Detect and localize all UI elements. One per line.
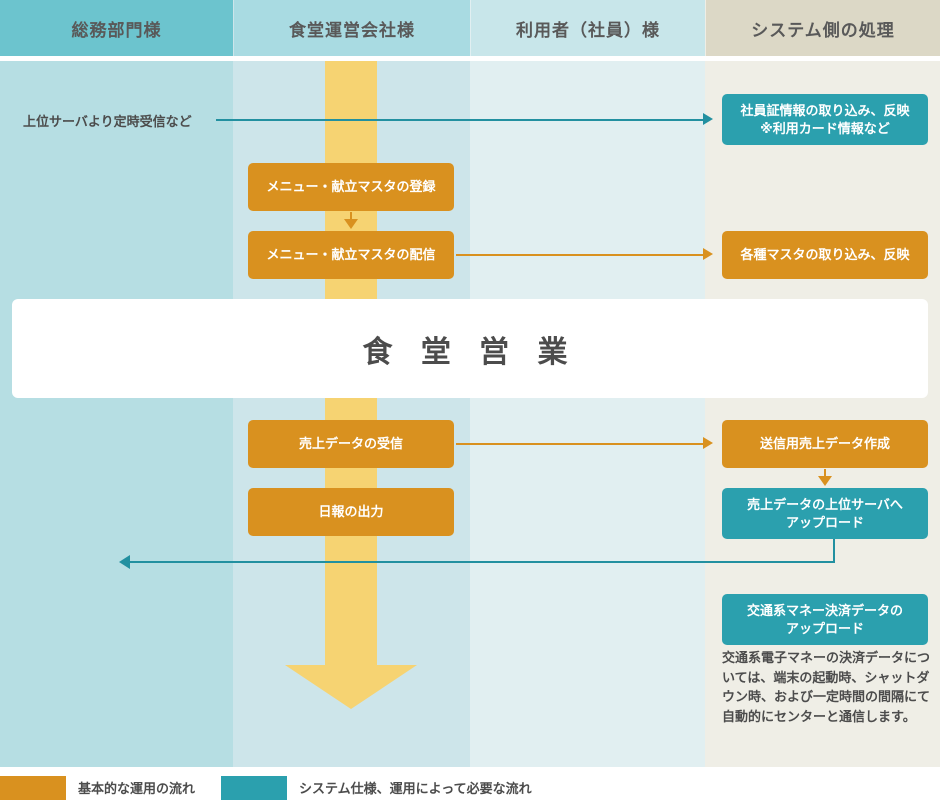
node-sales-upload-line1: 売上データの上位サーバへ (747, 496, 903, 512)
legend-swatch-basic-flow (0, 775, 66, 800)
column-header-general-affairs: 総務部門様 (0, 0, 233, 56)
arrow-down-icon-menu-distribute (344, 219, 358, 229)
column-header-user-employee: 利用者（社員）様 (471, 0, 705, 56)
connector-menu-register-to-distribute (350, 212, 352, 223)
column-header-system-processing: システム側の処理 (706, 0, 940, 56)
arrow-right-icon-card-import (703, 113, 713, 125)
connector-upstream-to-card-import (216, 119, 703, 121)
legend-label-basic-flow: 基本的な運用の流れ (78, 781, 196, 796)
connector-upload-return-horizontal (130, 561, 835, 563)
connector-sales-create-to-upload (824, 469, 826, 480)
banner-cafeteria-operating: 食 堂 営 業 (12, 299, 928, 398)
arrow-down-icon-sales-upload (818, 476, 832, 486)
arrow-right-icon-master-import (703, 248, 713, 260)
node-emoney-upload-line2: アップロード (785, 620, 864, 636)
node-menu-master-distribute[interactable]: メニュー・献立マスタの配信 (248, 231, 454, 279)
node-emoney-upload[interactable]: 交通系マネー決済データの アップロード (722, 594, 928, 645)
node-employee-card-import-line1: 社員証情報の取り込み、反映 (740, 102, 910, 118)
arrow-left-icon-return-to-general-affairs (119, 555, 130, 569)
node-sales-data-receive[interactable]: 売上データの受信 (248, 420, 454, 468)
column-header-cafeteria-operator: 食堂運営会社様 (234, 0, 470, 56)
legend-swatch-optional-flow (221, 775, 288, 800)
node-employee-card-import[interactable]: 社員証情報の取り込み、反映 ※利用カード情報など (722, 94, 928, 145)
node-daily-report-output[interactable]: 日報の出力 (248, 488, 454, 536)
connector-upload-return-vertical (833, 539, 835, 563)
arrow-right-icon-sales-create (703, 437, 713, 449)
note-emoney-communication: 交通系電子マネーの決済データについては、端末の起動時、シャットダウン時、および一… (722, 650, 931, 724)
node-master-import[interactable]: 各種マスタの取り込み、反映 (722, 231, 928, 279)
connector-sales-receive-to-create (456, 443, 703, 445)
connector-distribute-to-master-import (456, 254, 703, 256)
node-sales-data-create[interactable]: 送信用売上データ作成 (722, 420, 928, 468)
node-employee-card-import-line2: ※利用カード情報など (760, 120, 890, 136)
legend: 基本的な運用の流れ システム仕様、運用によって必要な流れ (0, 772, 940, 803)
label-upstream-receive: 上位サーバより定時受信など (23, 114, 192, 129)
main-flow-arrow-head-icon (285, 665, 417, 709)
node-emoney-upload-line1: 交通系マネー決済データの (746, 602, 903, 618)
legend-label-optional-flow: システム仕様、運用によって必要な流れ (299, 781, 532, 796)
node-sales-upload[interactable]: 売上データの上位サーバへ アップロード (722, 488, 928, 539)
node-menu-master-register[interactable]: メニュー・献立マスタの登録 (248, 163, 454, 211)
header-divider (0, 56, 940, 61)
node-sales-upload-line2: アップロード (785, 514, 864, 530)
